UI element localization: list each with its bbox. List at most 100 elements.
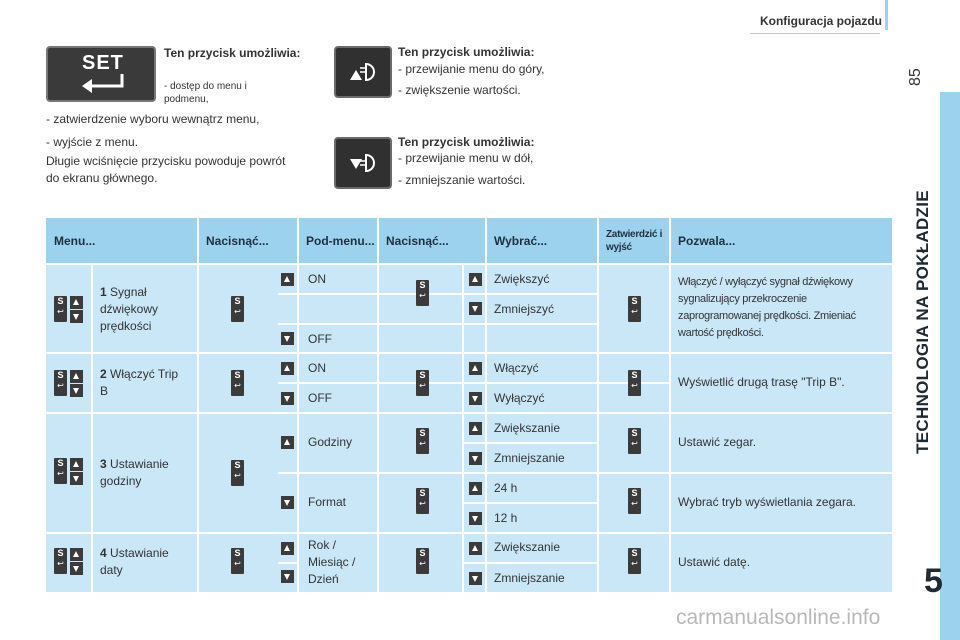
down-arrow-icon: [469, 452, 482, 465]
down-arrow-icon: [281, 332, 294, 345]
set-badge: S↩: [628, 548, 641, 574]
row-3-choice-decrease: Zmniejszanie: [494, 451, 565, 465]
down-arrow-icon: [469, 572, 482, 585]
col-header-confirm: Zatwierdzić i wyjść: [598, 218, 670, 263]
down-arrow-icon: [70, 562, 83, 575]
col-header-press-2: Nacisnąć...: [378, 218, 486, 263]
set-key-item-1: - zatwierdzenie wyboru wewnątrz menu,: [46, 112, 260, 126]
chapter-title: TECHNOLOGIA NA POKŁADZIE: [913, 190, 932, 454]
page-header-title: Konfiguracja pojazdu: [759, 14, 882, 28]
down-key-item-1: - przewijanie menu w dół,: [398, 151, 534, 165]
row-3-submenu-hours: Godziny: [308, 435, 353, 449]
set-key-image: SET: [46, 46, 156, 102]
up-key-item-2: - zwiększenie wartości.: [398, 83, 521, 97]
row-2-submenu-on: ON: [308, 361, 326, 375]
row-3-choice-24h: 24 h: [494, 481, 518, 495]
set-key-small-item: - dostęp do menu i podmenu,: [164, 81, 247, 105]
up-arrow-icon: [281, 362, 294, 375]
up-arrow-icon: [70, 370, 83, 383]
set-badge: S↩: [54, 370, 67, 396]
col-header-submenu: Pod-menu...: [298, 218, 378, 263]
set-badge: S↩: [628, 370, 641, 396]
light-up-icon: [350, 62, 375, 82]
header-rule: [750, 33, 880, 34]
up-arrow-icon: [281, 542, 294, 555]
row-2-submenu-off: OFF: [308, 391, 332, 405]
down-arrow-icon: [70, 472, 83, 485]
row-4-choice-increase: Zwiększanie: [494, 540, 561, 554]
page-number: 85: [907, 68, 924, 86]
up-key-heading: Ten przycisk umożliwia:: [398, 45, 535, 59]
up-arrow-icon: [70, 548, 83, 561]
set-badge: S↩: [416, 488, 429, 514]
set-badge: S↩: [416, 548, 429, 574]
up-arrow-icon: [281, 436, 294, 449]
down-key-heading: Ten przycisk umożliwia:: [398, 135, 535, 149]
row-3-submenu-format: Format: [308, 495, 347, 509]
up-arrow-icon: [70, 296, 83, 309]
set-badge: S↩: [416, 370, 429, 396]
down-arrow-icon: [281, 392, 294, 405]
chapter-title-wrap: TECHNOLOGIA NA POKŁADZIE: [907, 92, 940, 542]
set-key-note: Długie wciśnięcie przycisku powoduje pow…: [46, 154, 286, 185]
col-header-menu: Menu...: [46, 218, 198, 263]
row-3-menu: 3 Ustawianie godziny: [100, 457, 169, 488]
chapter-number: 5: [924, 562, 943, 600]
set-badge: S↩: [54, 548, 67, 574]
set-badge: S↩: [416, 428, 429, 454]
down-arrow-icon: [70, 384, 83, 397]
up-key-item-1: - przewijanie menu do góry,: [398, 62, 545, 76]
col-header-press-1: Nacisnąć...: [198, 218, 298, 263]
up-arrow-icon: [469, 273, 482, 286]
set-key-item-2: - wyjście z menu.: [46, 135, 139, 149]
down-arrow-icon: [70, 310, 83, 323]
set-badge: S↩: [231, 370, 244, 396]
up-arrow-icon: [469, 482, 482, 495]
chapter-side-tab: [940, 92, 960, 640]
row-2-result: Wyświetlić drugą trasę "Trip B".: [678, 375, 845, 389]
row-4-submenu-date: Rok / Miesiąc / Dzień: [308, 538, 356, 586]
set-badge: S↩: [54, 458, 67, 484]
down-key-image: [334, 137, 392, 189]
up-key-image: [334, 46, 392, 98]
up-arrow-icon: [469, 362, 482, 375]
row-2-choice-enable: Włączyć: [494, 361, 539, 375]
set-badge: S↩: [628, 488, 641, 514]
up-arrow-icon: [281, 273, 294, 286]
set-key-heading: Ten przycisk umożliwia:: [164, 46, 301, 60]
down-arrow-icon: [469, 392, 482, 405]
down-arrow-icon: [469, 512, 482, 525]
set-badge: S↩: [628, 428, 641, 454]
set-badge: S↩: [628, 296, 641, 322]
set-badge: S↩: [416, 280, 429, 306]
row-1-choice-decrease: Zmniejszyć: [494, 302, 555, 316]
set-badge: S↩: [231, 296, 244, 322]
up-arrow-icon: [70, 458, 83, 471]
col-header-allows: Pozwala...: [670, 218, 892, 263]
menu-table: Menu... Nacisnąć... Pod-menu... Nacisnąć…: [46, 218, 892, 592]
row-1-submenu-off: OFF: [308, 332, 332, 346]
header-accent-bar: [885, 0, 888, 30]
set-badge: S↩: [231, 548, 244, 574]
up-arrow-icon: [469, 422, 482, 435]
row-1-submenu-on: ON: [308, 272, 326, 286]
up-arrow-icon: [469, 542, 482, 555]
row-2-choice-disable: Wyłączyć: [494, 391, 545, 405]
row-1-choice-increase: Zwiększyć: [494, 272, 550, 286]
col-header-select: Wybrać...: [486, 218, 598, 263]
row-4-result: Ustawić datę.: [678, 555, 751, 569]
row-4-menu: 4 Ustawianie daty: [100, 546, 169, 577]
row-3-result-clock: Ustawić zegar.: [678, 435, 757, 449]
return-arrow-icon: [82, 74, 124, 93]
set-key-label: SET: [82, 52, 124, 74]
row-1-menu: 1 Sygnał dźwiękowy prędkości: [100, 285, 159, 333]
light-down-icon: [350, 153, 375, 173]
row-3-result-format: Wybrać tryb wyświetlania zegara.: [678, 495, 856, 509]
row-1-result: Włączyć / wyłączyć sygnał dźwiękowy sygn…: [678, 276, 856, 339]
row-3-choice-12h: 12 h: [494, 511, 518, 525]
down-key-item-2: - zmniejszanie wartości.: [398, 173, 526, 187]
set-badge: S↩: [231, 460, 244, 486]
watermark: carmanualsonline.info: [676, 606, 881, 629]
row-3-choice-increase: Zwiększanie: [494, 421, 561, 435]
row-4-choice-decrease: Zmniejszanie: [494, 571, 565, 585]
